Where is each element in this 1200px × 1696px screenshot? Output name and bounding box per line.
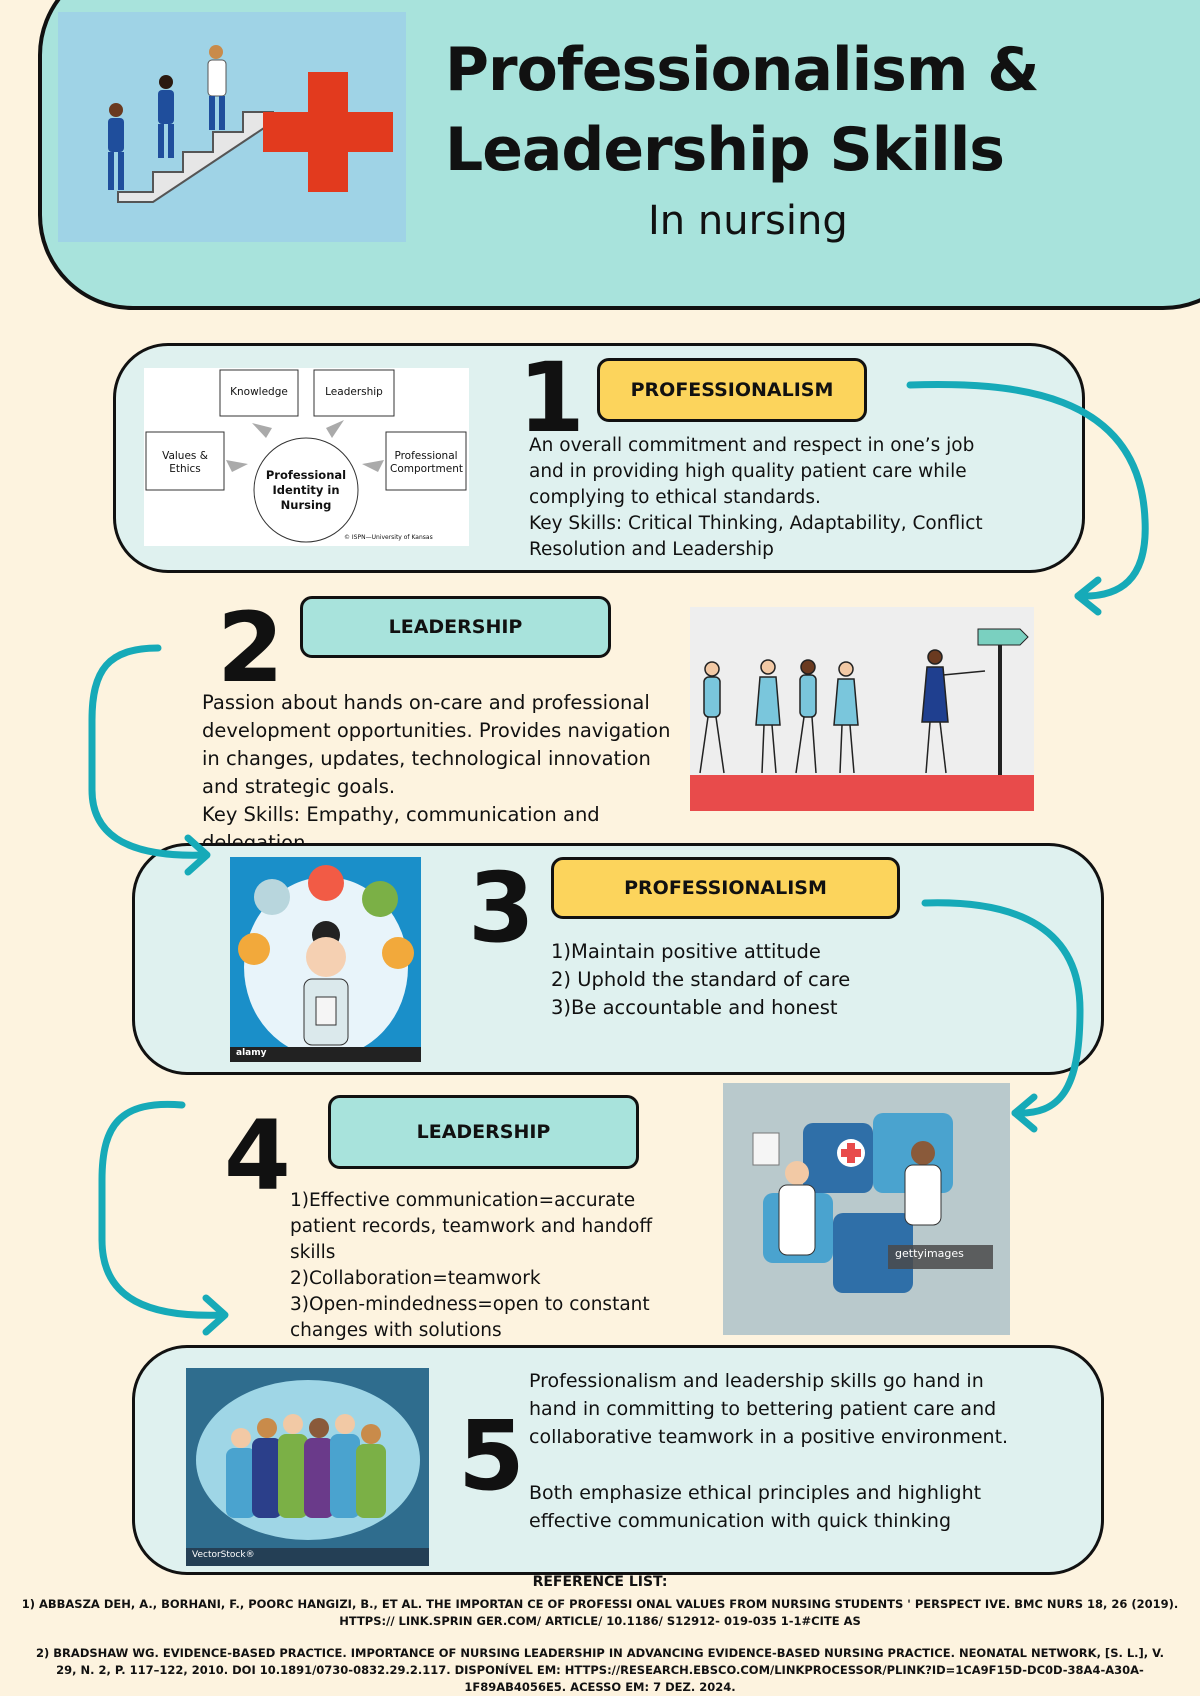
diagram-knowledge: Knowledge <box>230 386 288 398</box>
page-title: Professionalism & Leadership Skills <box>445 30 1165 190</box>
section-4-item: 2)Collaboration=teamwork <box>290 1268 541 1289</box>
section-4-number: 4 <box>224 1100 291 1212</box>
section-3-item: 1)Maintain positive attitude <box>551 940 821 963</box>
diagram-comportment: Professional Comportment <box>390 450 463 475</box>
reference-2-prefix: 29, N. 2, P. 117–122, 2010. DOI 10.1891/… <box>56 1663 565 1677</box>
reference-1: 1) ABBASZA DEH, A., BORHANI, F., POORC H… <box>0 1596 1200 1630</box>
leader-pointing-illustration <box>690 607 1034 811</box>
section-5-paragraph-1: Professionalism and leadership skills go… <box>529 1370 1009 1448</box>
section-1-label: PROFESSIONALISM <box>597 358 867 422</box>
section-1-skills: Key Skills: Critical Thinking, Adaptabil… <box>529 513 983 560</box>
puzzle-doctors-illustration: gettyimages <box>723 1083 1010 1335</box>
reference-2-line-1: 2) BRADSHAW WG. EVIDENCE-BASED PRACTICE.… <box>36 1646 1164 1660</box>
arrow-4 <box>98 1100 228 1319</box>
section-2-label: LEADERSHIP <box>300 596 611 658</box>
reference-heading: REFERENCE LIST: <box>532 1574 668 1590</box>
section-4-list: 1)Effective communication=accurate patie… <box>290 1188 700 1344</box>
stairs-nurses-illustration <box>58 12 406 242</box>
diagram-center: Professional Identity in Nursing <box>265 468 347 512</box>
reference-2-line-3: 1F89AB4056E5. ACESSO EM: 7 DEZ. 2024. <box>0 1679 1200 1696</box>
section-1-description: An overall commitment and respect in one… <box>529 435 975 508</box>
arrow-2 <box>88 644 209 859</box>
section-2-description: Passion about hands on-care and professi… <box>202 691 671 798</box>
section-5-number: 5 <box>458 1400 525 1512</box>
diagram-leadership: Leadership <box>325 386 383 398</box>
reference-2-line-2: 29, N. 2, P. 117–122, 2010. DOI 10.1891/… <box>0 1662 1200 1679</box>
section-4-label: LEADERSHIP <box>328 1095 639 1169</box>
gettyimages-credit: gettyimages <box>895 1247 964 1260</box>
reference-1-prefix: HTTPS:// LINK.SPRIN <box>339 1614 477 1628</box>
section-3-item: 2) Uphold the standard of care <box>551 968 851 991</box>
section-5-paragraph-2: Both emphasize ethical principles and hi… <box>529 1482 982 1532</box>
section-3-list: 1)Maintain positive attitude 2) Uphold t… <box>551 938 971 1022</box>
reference-1-line-2: HTTPS:// LINK.SPRIN GER.COM/ ARTICLE/ 10… <box>0 1613 1200 1630</box>
reference-2-suffix: . ACESSO EM: 7 DEZ. 2024. <box>561 1680 736 1694</box>
vectorstock-credit: VectorStock® <box>192 1550 255 1560</box>
section-1-text: An overall commitment and respect in one… <box>529 433 1009 563</box>
medical-team-illustration: VectorStock® <box>186 1368 429 1566</box>
professional-identity-diagram: Knowledge Leadership Values & Ethics Pro… <box>144 368 469 546</box>
page-subtitle: In nursing <box>648 198 848 244</box>
section-3-number: 3 <box>468 852 535 964</box>
section-3-item: 3)Be accountable and honest <box>551 996 838 1019</box>
title-line-1: Professionalism & <box>445 35 1040 105</box>
reference-2: 2) BRADSHAW WG. EVIDENCE-BASED PRACTICE.… <box>0 1645 1200 1696</box>
section-4-item: 3)Open-mindedness=open to constant chang… <box>290 1294 650 1341</box>
section-1-number: 1 <box>518 342 585 454</box>
section-2-text: Passion about hands on-care and professi… <box>202 689 692 857</box>
alamy-credit: alamy <box>236 1048 267 1058</box>
reference-2-link[interactable]: HTTPS://RESEARCH.EBSCO.COM/LINKPROCESSOR… <box>564 1663 1144 1677</box>
section-3-label: PROFESSIONALISM <box>551 857 900 919</box>
section-2-number: 2 <box>217 592 284 704</box>
section-4-item: 1)Effective communication=accurate patie… <box>290 1190 653 1263</box>
nurse-icons-illustration: alamy <box>230 857 421 1062</box>
reference-1-line-1: 1) ABBASZA DEH, A., BORHANI, F., POORC H… <box>21 1597 1179 1611</box>
reference-1-link[interactable]: GER.COM/ <box>476 1614 542 1628</box>
arrow-1 <box>906 381 1149 600</box>
arrow-3 <box>921 899 1084 1117</box>
reference-1-suffix: ARTICLE/ 10.1186/ S12912- 019-035 1-1#CI… <box>541 1614 861 1628</box>
diagram-credit: © ISPN—University of Kansas <box>344 534 433 541</box>
reference-2-link-end[interactable]: 1F89AB4056E5 <box>464 1680 562 1694</box>
section-5-text: Professionalism and leadership skills go… <box>529 1367 1029 1535</box>
diagram-values-ethics: Values & Ethics <box>162 450 208 475</box>
title-line-2: Leadership Skills <box>445 115 1005 185</box>
